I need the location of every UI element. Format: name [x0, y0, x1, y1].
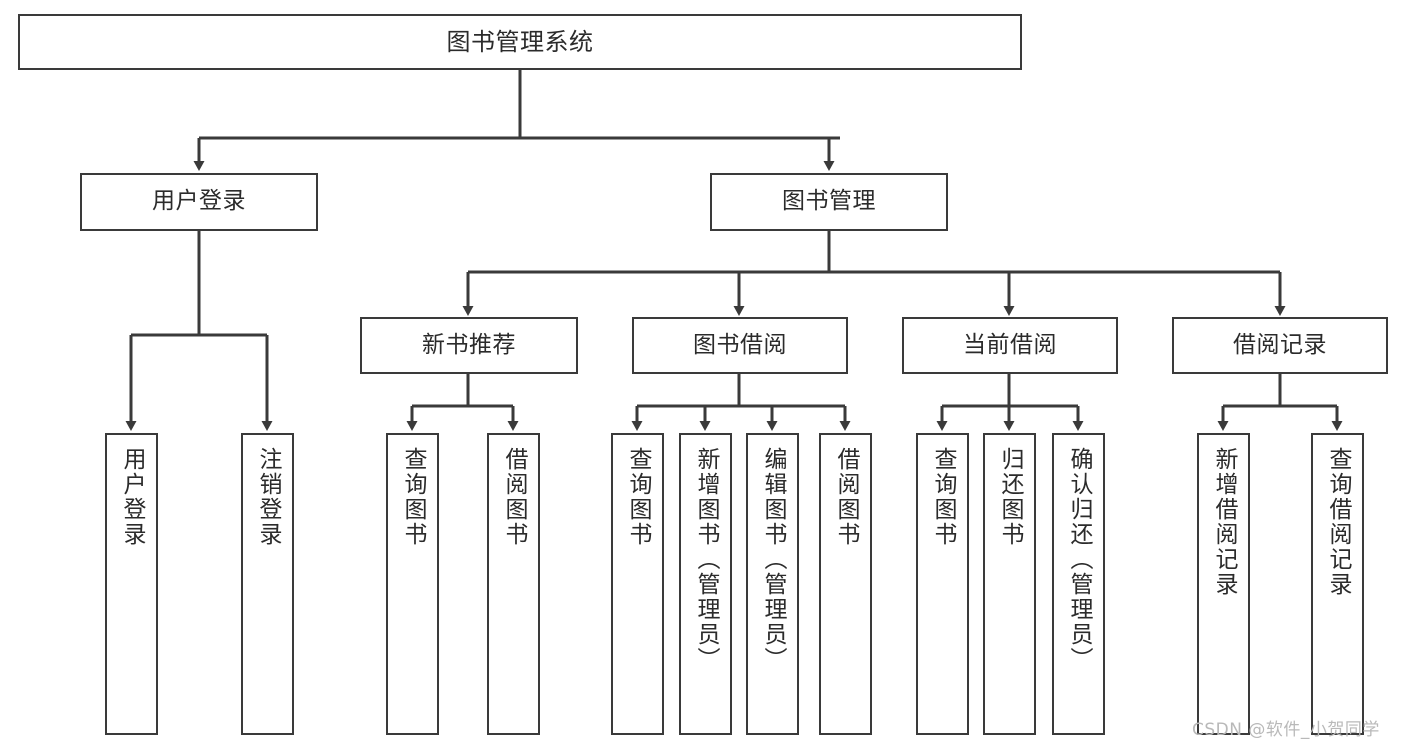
node-label: 借阅图书: [500, 447, 527, 547]
leaf-borrow-books-new[interactable]: 借阅图书: [487, 433, 540, 735]
leaf-add-borrow-record[interactable]: 新增借阅记录: [1197, 433, 1250, 735]
leaf-borrow-book[interactable]: 借阅图书: [819, 433, 872, 735]
node-label: 新书推荐: [422, 331, 516, 358]
node-root-system[interactable]: 图书管理系统: [18, 14, 1022, 70]
node-new-book-recommendation[interactable]: 新书推荐: [360, 317, 578, 374]
node-label: 当前借阅: [963, 331, 1057, 358]
leaf-query-borrow-record[interactable]: 查询借阅记录: [1311, 433, 1364, 735]
node-label: 查询图书: [399, 447, 426, 547]
node-label: 查询图书: [624, 447, 651, 547]
node-user-login[interactable]: 用户登录: [80, 173, 318, 231]
leaf-query-books-current[interactable]: 查询图书: [916, 433, 969, 735]
node-label: 图书管理系统: [446, 27, 594, 56]
node-borrow-records[interactable]: 借阅记录: [1172, 317, 1388, 374]
node-label: 确认归还（管理员）: [1065, 447, 1092, 672]
node-label: 图书管理: [782, 188, 876, 215]
leaf-user-login[interactable]: 用户登录: [105, 433, 158, 735]
node-label: 查询图书: [929, 447, 956, 547]
node-label: 图书借阅: [693, 331, 787, 358]
leaf-add-book-admin[interactable]: 新增图书（管理员）: [679, 433, 732, 735]
node-label: 归还图书: [996, 447, 1023, 547]
leaf-query-books-new[interactable]: 查询图书: [386, 433, 439, 735]
node-label: 编辑图书（管理员）: [759, 447, 786, 672]
node-book-borrow[interactable]: 图书借阅: [632, 317, 848, 374]
leaf-logout[interactable]: 注销登录: [241, 433, 294, 735]
node-label: 借阅图书: [832, 447, 859, 547]
node-label: 借阅记录: [1233, 331, 1327, 358]
node-label: 新增借阅记录: [1210, 447, 1237, 597]
node-label: 查询借阅记录: [1324, 447, 1351, 597]
node-label: 新增图书（管理员）: [692, 447, 719, 672]
node-book-management[interactable]: 图书管理: [710, 173, 948, 231]
node-label: 注销登录: [254, 447, 281, 547]
node-label: 用户登录: [152, 188, 246, 215]
csdn-watermark: CSDN @软件_小贺同学: [1192, 720, 1380, 740]
node-current-borrow[interactable]: 当前借阅: [902, 317, 1118, 374]
leaf-query-books-borrow[interactable]: 查询图书: [611, 433, 664, 735]
node-label: 用户登录: [118, 447, 145, 547]
leaf-confirm-return-admin[interactable]: 确认归还（管理员）: [1052, 433, 1105, 735]
leaf-return-book[interactable]: 归还图书: [983, 433, 1036, 735]
leaf-edit-book-admin[interactable]: 编辑图书（管理员）: [746, 433, 799, 735]
